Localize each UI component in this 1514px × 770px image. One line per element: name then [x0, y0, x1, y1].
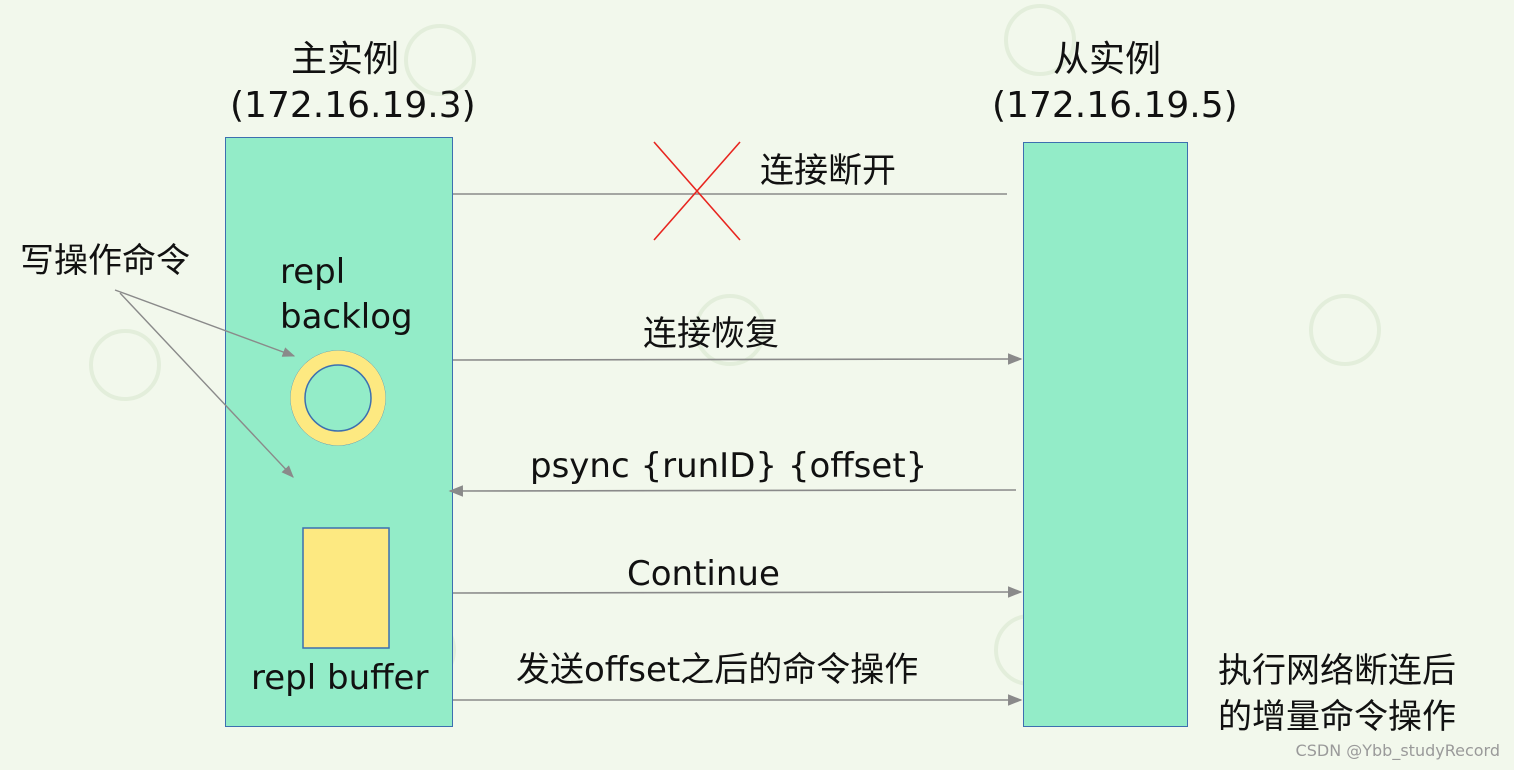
master-ip: (172.16.19.3)	[230, 85, 476, 126]
watermark-logo-icon	[1004, 4, 1076, 76]
repl-backlog-label-line2: backlog	[280, 297, 413, 337]
write-ops-arrow-to-backlog	[114, 289, 296, 357]
credit-text: CSDN @Ybb_studyRecord	[1295, 741, 1500, 760]
repl-buffer-block	[302, 527, 390, 649]
write-ops-arrow-to-buffer	[119, 292, 294, 478]
continue-label: Continue	[627, 554, 780, 594]
watermark-logo-icon	[694, 294, 766, 366]
watermark-logo-icon	[404, 24, 476, 96]
reconnect-arrow	[452, 353, 1023, 365]
repl-backlog-label-line1: repl	[280, 252, 346, 292]
replica-note-line2: 的增量命令操作	[1218, 697, 1456, 737]
replica-title: 从实例	[1052, 39, 1161, 80]
psync-arrow	[448, 485, 1017, 497]
repl-backlog-ring-inner	[304, 364, 372, 432]
write-ops-label: 写操作命令	[20, 241, 190, 281]
replica-ip: (172.16.19.5)	[992, 85, 1238, 126]
psync-label: psync {runID} {offset}	[530, 446, 928, 486]
watermark-logo-icon	[89, 329, 161, 401]
repl-backlog-ring	[290, 350, 386, 446]
replica-instance-box	[1023, 142, 1188, 727]
send-commands-label: 发送offset之后的命令操作	[516, 650, 919, 690]
reconnect-label: 连接恢复	[643, 314, 779, 354]
disconnect-label: 连接断开	[760, 151, 896, 191]
watermark-logo-icon	[1309, 294, 1381, 366]
repl-buffer-label: repl buffer	[251, 658, 429, 698]
continue-arrow	[452, 586, 1023, 598]
replica-note-line1: 执行网络断连后	[1218, 651, 1456, 691]
cross-icon	[653, 141, 741, 241]
master-title: 主实例	[290, 39, 399, 80]
